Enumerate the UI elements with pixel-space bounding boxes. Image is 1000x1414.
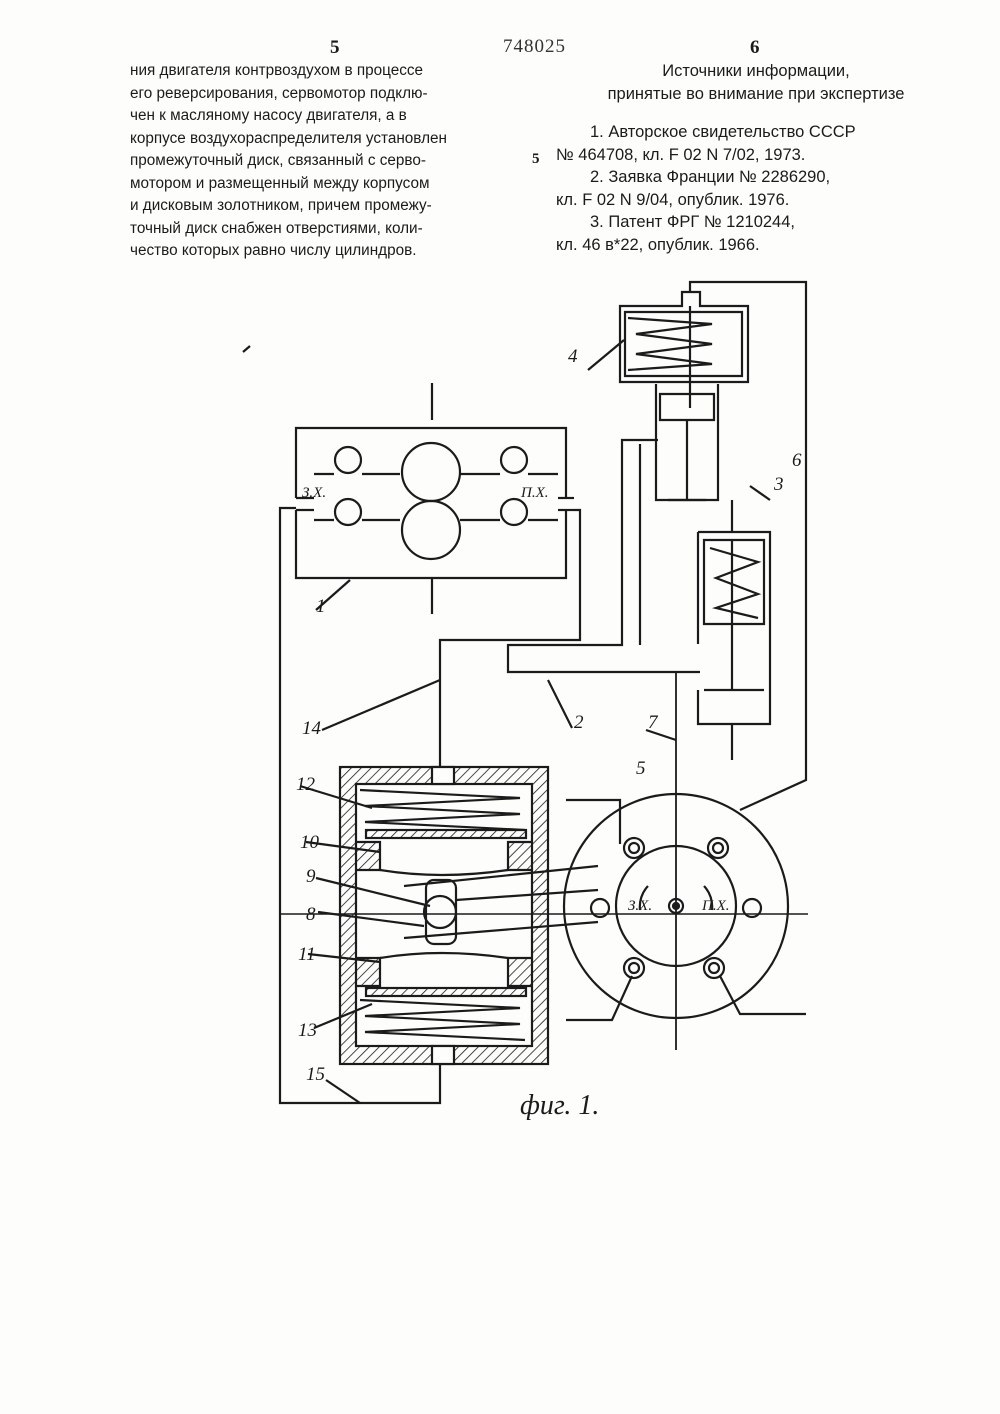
label-3: 3 <box>773 474 784 495</box>
label-5: 5 <box>636 758 646 779</box>
mode-label-forward: П.Х. <box>520 485 549 501</box>
pipe-14 <box>440 510 580 768</box>
label-12: 12 <box>296 774 316 795</box>
label-6: 6 <box>792 450 802 471</box>
label-10: 10 <box>300 832 320 853</box>
piston-cylinder <box>340 767 548 1064</box>
label-11: 11 <box>298 944 316 965</box>
label-13: 13 <box>298 1020 317 1041</box>
label-14: 14 <box>302 718 322 739</box>
label-4: 4 <box>568 346 578 367</box>
mode-label-reverse-disc: З.Х. <box>628 898 652 914</box>
label-9: 9 <box>306 866 316 887</box>
label-7: 7 <box>648 712 659 733</box>
mode-label-forward-disc: П.Х. <box>701 898 730 914</box>
figure-caption: фиг. 1. <box>520 1090 599 1121</box>
mode-label-reverse: З.Х. <box>302 485 326 501</box>
label-2: 2 <box>574 712 584 733</box>
label-15: 15 <box>306 1064 325 1085</box>
control-valve <box>698 500 770 760</box>
label-1: 1 <box>316 596 326 617</box>
label-8: 8 <box>306 904 316 925</box>
